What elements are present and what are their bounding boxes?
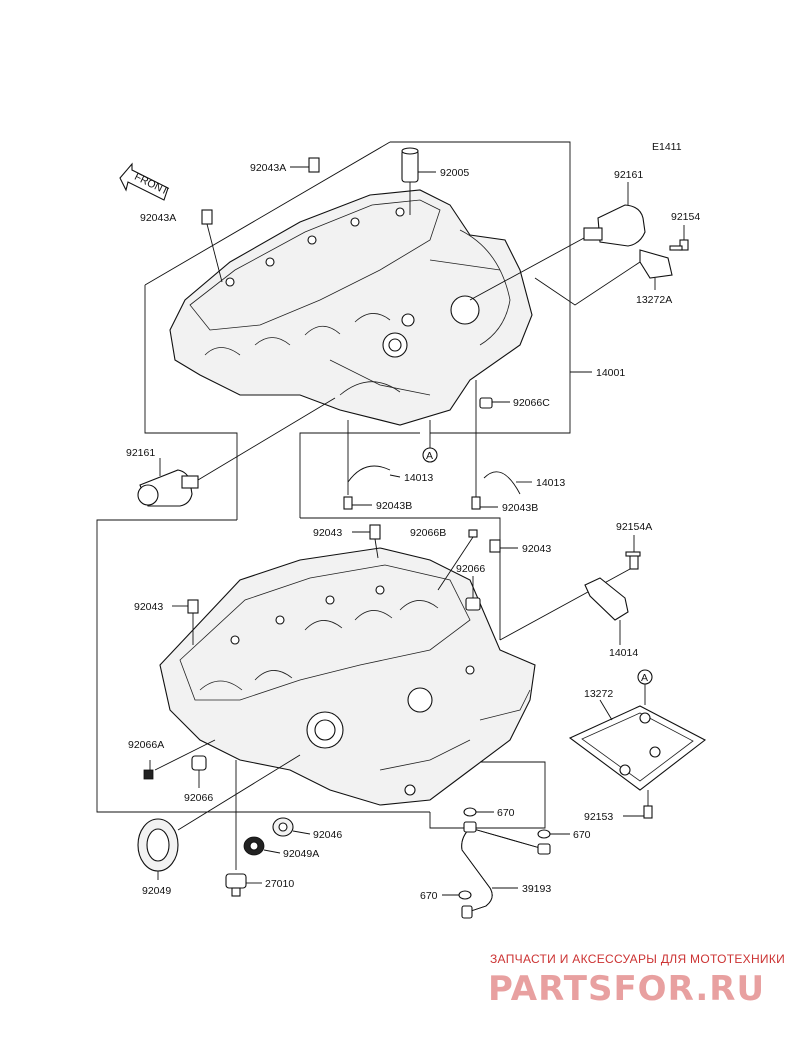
plate-13272A <box>534 249 673 306</box>
label-92043A-left: 92043A <box>140 212 176 224</box>
switch-27010 <box>225 873 262 897</box>
label-92005: 92005 <box>440 167 469 179</box>
bolt-92154A <box>499 535 641 641</box>
label-670-left: 670 <box>420 890 438 902</box>
label-14013-right: 14013 <box>536 477 565 489</box>
watermark-caption: ЗАПЧАСТИ И АКСЕССУАРЫ ДЛЯ МОТОТЕХНИКИ <box>490 952 785 966</box>
label-27010: 27010 <box>265 878 294 890</box>
plug-92066-mid <box>465 576 481 611</box>
watermark-logo: PARTSFOR.RU <box>488 969 765 1009</box>
label-92043A-top: 92043A <box>250 162 286 174</box>
dowel-92043-left <box>172 599 199 645</box>
label-92153: 92153 <box>584 811 613 823</box>
label-92154A: 92154A <box>616 521 652 533</box>
bearing-14013-right <box>475 380 532 497</box>
pipe-92005 <box>401 147 436 215</box>
label-92043-top: 92043 <box>313 527 342 539</box>
label-92043B-right: 92043B <box>502 502 538 514</box>
dowel-92043-right <box>489 539 518 553</box>
label-670-right: 670 <box>573 829 591 841</box>
seal-92049A <box>235 760 281 870</box>
svg-text:A: A <box>426 450 433 462</box>
stud-92161-left <box>137 397 336 507</box>
label-92049A: 92049A <box>283 848 319 860</box>
label-92066-low: 92066 <box>184 792 213 804</box>
label-92049: 92049 <box>142 885 171 897</box>
o-ring-670-top <box>463 807 494 817</box>
gasket-13272: A <box>568 669 707 791</box>
label-14013-left: 14013 <box>404 472 433 484</box>
label-92043-left: 92043 <box>134 601 163 613</box>
label-92066B: 92066B <box>410 527 446 539</box>
bolt-92154 <box>669 225 689 251</box>
bearing-92046 <box>272 817 311 837</box>
o-ring-670-left <box>442 890 472 900</box>
diagram-code: E1411 <box>652 141 682 153</box>
plug-92066C <box>479 397 510 409</box>
plug-92066A <box>143 739 216 780</box>
label-92154: 92154 <box>671 211 700 223</box>
label-13272: 13272 <box>584 688 613 700</box>
plug-92066B <box>437 529 478 591</box>
bolt-92153 <box>623 790 653 819</box>
label-14001: 14001 <box>596 367 625 379</box>
label-92046: 92046 <box>313 829 342 841</box>
label-39193: 39193 <box>522 883 551 895</box>
dowel-92043A-left <box>201 209 223 283</box>
bearing-14013-left <box>347 420 401 495</box>
o-ring-670-right <box>537 829 570 839</box>
label-13272A: 13272A <box>636 294 672 306</box>
dowel-92043-top <box>352 524 381 559</box>
oil-seal-92049 <box>137 754 301 880</box>
stud-92161-top <box>469 182 646 301</box>
pin-92043B-right <box>471 496 498 510</box>
pin-92043B-left <box>343 496 372 510</box>
callout-A-upper: A <box>422 420 438 463</box>
label-92066A: 92066A <box>128 739 164 751</box>
label-92043-right: 92043 <box>522 543 551 555</box>
label-92066C: 92066C <box>513 397 550 409</box>
label-92161-top: 92161 <box>614 169 643 181</box>
dowel-92043A-top <box>290 157 320 173</box>
oil-pipe-39193 <box>461 821 551 919</box>
label-92066-mid: 92066 <box>456 563 485 575</box>
plate-14014 <box>584 577 629 645</box>
upper-crankcase <box>144 141 571 520</box>
label-92161-left: 92161 <box>126 447 155 459</box>
lower-crankcase <box>96 519 536 813</box>
label-670-top: 670 <box>497 807 515 819</box>
plug-92066-low <box>191 755 207 788</box>
label-14014: 14014 <box>609 647 638 659</box>
svg-text:A: A <box>641 672 648 684</box>
front-arrow-icon: FRONT <box>119 162 171 201</box>
label-92043B-left: 92043B <box>376 500 412 512</box>
